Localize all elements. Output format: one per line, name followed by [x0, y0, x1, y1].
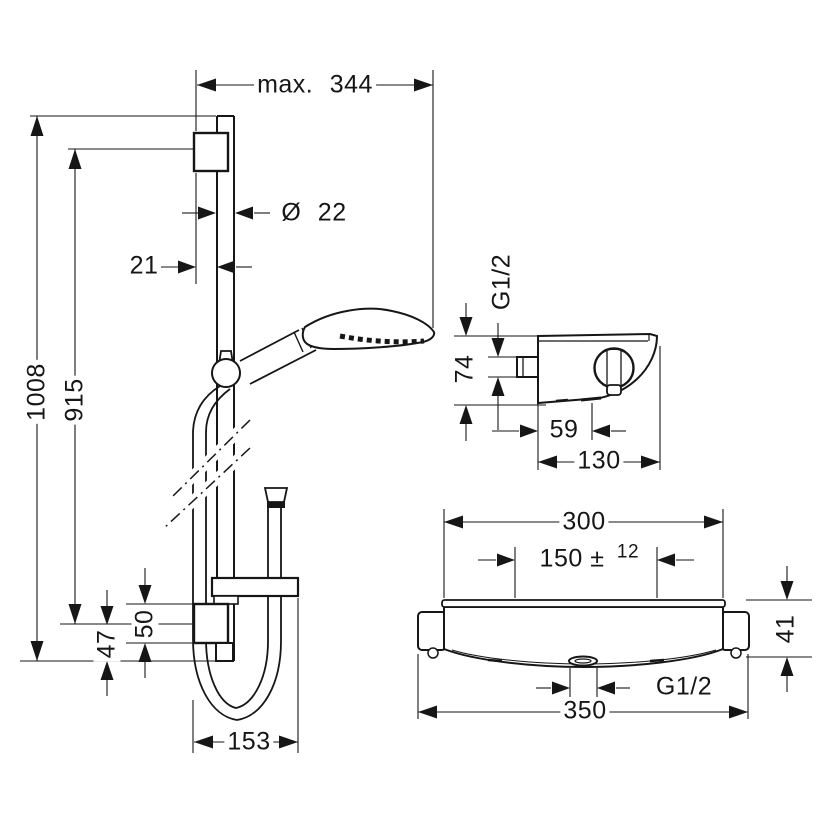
wall-bracket-bottom: [192, 602, 234, 662]
hose-conical-nut: [263, 487, 289, 508]
dim-side-thread-label: G1/2: [487, 253, 516, 311]
wall-bracket-top: [192, 131, 230, 173]
dim-connection-spacing-label: 150 ±: [539, 544, 605, 573]
dim-rail-diameter-label: Ø 22: [278, 199, 350, 227]
shower-hose: [192, 385, 282, 721]
dim-bracket-height-label: 50: [131, 606, 159, 642]
screw-right: [730, 647, 742, 659]
dim-rail-offset-label: 21: [129, 251, 159, 280]
control-knob: [593, 347, 635, 389]
dim-connection-tolerance-label: 12: [616, 541, 640, 563]
mixer-body-front: [443, 606, 724, 669]
soap-dish: [210, 576, 300, 605]
bottom-outlet: [568, 655, 598, 667]
dimension-arrowheads: [30, 78, 794, 749]
slide-bar-front-view: [159, 115, 436, 721]
mixer-top-rail: [441, 599, 726, 608]
dim-front-body-width-label: 300: [559, 508, 609, 536]
mixer-front-view: [417, 599, 750, 669]
dim-front-height-label: 41: [771, 614, 800, 644]
dim-bracket-offset-label: 47: [93, 626, 121, 662]
slider-knob: [211, 358, 241, 388]
dim-side-height-label: 74: [450, 354, 479, 384]
spray-face-nozzles: [339, 333, 425, 345]
dim-outlet-thread-label: G1/2: [655, 672, 713, 701]
dim-bracket-distance-label: 915: [61, 375, 89, 425]
mixer-side-view: [516, 332, 659, 405]
dim-max-width-label: max. 344: [254, 71, 376, 99]
outlet-port-side: [580, 396, 602, 402]
dim-total-height-label: 1008: [23, 360, 51, 424]
wall-connector-right: [720, 611, 750, 651]
break-lines: [159, 416, 254, 534]
screw-left: [427, 647, 439, 659]
inlet-nipple: [516, 356, 540, 378]
dim-hose-loop-width-label: 153: [224, 728, 274, 756]
dim-side-outlet-depth-label: 59: [549, 415, 579, 444]
knob-grip-tab: [606, 384, 622, 396]
dim-total-width-label: 350: [560, 697, 610, 725]
wall-connector-left: [417, 611, 447, 651]
hand-shower: [211, 307, 436, 388]
dim-side-depth-label: 130: [574, 447, 624, 475]
